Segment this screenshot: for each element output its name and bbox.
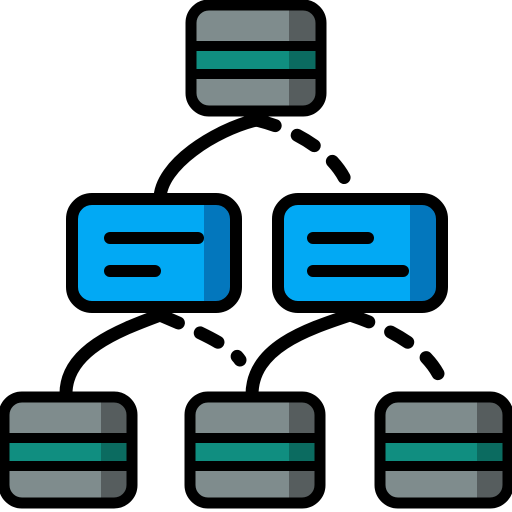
top-server-icon [185, 0, 327, 117]
right-card-icon [272, 193, 448, 313]
link-right-card-to-bottom-center [245, 308, 357, 402]
bottom-left-server-icon [0, 391, 138, 509]
link-right-card-to-bottom-right [343, 308, 452, 402]
bottom-right-server-icon [374, 391, 512, 509]
connectors [59, 113, 452, 402]
link-top-to-left-card [153, 113, 263, 206]
bottom-center-server-icon [184, 391, 326, 509]
link-left-card-to-bottom-left [59, 308, 167, 402]
link-left-card-to-bottom-center [153, 308, 247, 367]
link-top-to-right-card [249, 113, 357, 202]
left-card-icon [66, 193, 242, 313]
